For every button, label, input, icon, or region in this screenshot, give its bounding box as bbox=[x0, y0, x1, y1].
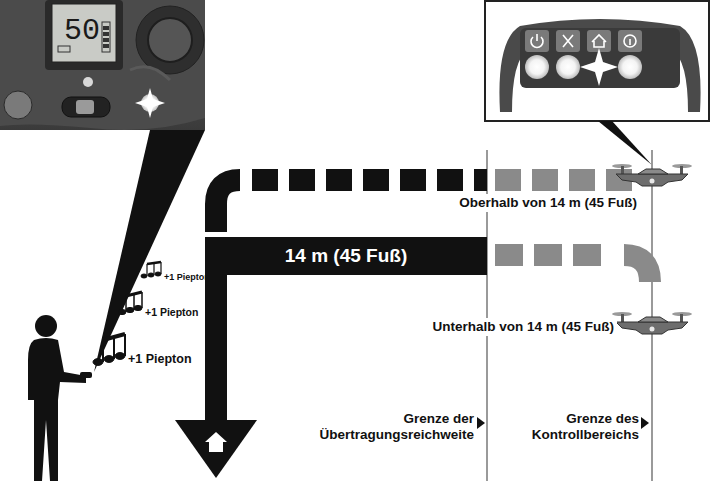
status-icons-part bbox=[624, 35, 636, 47]
remote-inset-part bbox=[0, 0, 205, 130]
remote-inset-part bbox=[0, 0, 205, 130]
boundary-lines-part bbox=[651, 150, 653, 481]
status-icons-part bbox=[563, 35, 573, 47]
drone-light-inset-part bbox=[556, 55, 580, 79]
person-silhouette bbox=[28, 315, 92, 481]
home-arrow bbox=[175, 270, 257, 478]
beep-notes-part bbox=[134, 305, 142, 310]
remote-inset-part bbox=[102, 22, 110, 52]
beep-label: +1 Piepton bbox=[145, 306, 225, 318]
beep-notes-part bbox=[147, 262, 161, 264]
status-icons-part bbox=[629, 39, 631, 45]
beep-notes-part bbox=[93, 359, 103, 366]
beep-notes-part bbox=[126, 292, 142, 296]
drone-light-inset-part bbox=[598, 121, 652, 165]
beep-notes-part bbox=[126, 307, 134, 312]
drone-light-inset-part bbox=[499, 19, 700, 112]
remote-inset-part bbox=[52, 4, 116, 62]
upper-return-path-part bbox=[252, 169, 487, 191]
drone-light-inset-part bbox=[618, 30, 642, 52]
drone-light-inset-part bbox=[520, 28, 680, 88]
beep-label: +1 Piepton bbox=[164, 272, 234, 282]
beep-notes-part bbox=[104, 356, 114, 363]
drone-light-inset-part bbox=[618, 55, 642, 79]
lower-return-path-part bbox=[495, 244, 610, 266]
upper-return-path bbox=[216, 180, 640, 232]
lower-return-path-part bbox=[624, 255, 650, 282]
drone-low bbox=[612, 312, 692, 334]
drone-light-inset-part bbox=[556, 30, 580, 52]
remote-inset-part bbox=[4, 91, 32, 119]
drone-light-inset-part bbox=[580, 48, 618, 86]
boundary-label: Grenze der Übertragungsreichweite bbox=[312, 411, 474, 442]
remote-inset-part bbox=[103, 44, 109, 48]
beep-notes-part bbox=[126, 292, 142, 312]
beep-notes-part bbox=[103, 334, 125, 340]
status-icons bbox=[531, 34, 636, 47]
beep-notes-part bbox=[115, 353, 125, 360]
beep-label: +1 Piepton bbox=[128, 352, 218, 366]
drone-light-inset-part bbox=[525, 30, 549, 52]
status-icons-part bbox=[592, 35, 606, 47]
remote-inset-part bbox=[103, 38, 109, 42]
pointer-triangle bbox=[641, 417, 649, 429]
home-arrow-part bbox=[175, 420, 257, 478]
beep-notes-part bbox=[118, 309, 126, 314]
beep-notes-part bbox=[155, 272, 161, 276]
person-silhouette-part bbox=[28, 338, 86, 481]
remote-inset-part bbox=[94, 130, 205, 372]
remote-inset-part bbox=[103, 26, 109, 30]
remote-inset-part bbox=[83, 77, 93, 87]
beep-notes-part bbox=[147, 262, 161, 276]
home-arrow-part bbox=[205, 270, 227, 422]
remote-inset-part bbox=[62, 97, 110, 117]
altitude-band: 14 m (45 Fuß) bbox=[205, 237, 487, 275]
remote-inset-part bbox=[135, 88, 165, 118]
drone-light-inset bbox=[485, 1, 709, 165]
drone-light-inset-part bbox=[485, 1, 709, 121]
beep-notes-part bbox=[141, 274, 147, 278]
upper-return-path-part bbox=[216, 180, 240, 232]
drone-high bbox=[612, 164, 692, 186]
altitude-note: Unterhalb von 14 m (45 Fuß) bbox=[429, 318, 617, 336]
pointer-triangle bbox=[477, 417, 485, 429]
remote-inset-part bbox=[103, 32, 109, 36]
band-text: 14 m (45 Fuß) bbox=[285, 245, 407, 267]
remote-inset-part bbox=[130, 67, 170, 80]
remote-inset-part bbox=[148, 18, 192, 62]
status-icons-part bbox=[536, 34, 538, 41]
lower-return-path bbox=[495, 255, 650, 282]
person-silhouette-part bbox=[35, 315, 57, 337]
drone-light-inset-part bbox=[525, 55, 549, 79]
beep-notes-part bbox=[103, 334, 125, 362]
beep-notes-part bbox=[148, 273, 154, 277]
remote-inset-part bbox=[76, 100, 94, 114]
upper-return-path-part bbox=[495, 169, 640, 191]
person-silhouette-part bbox=[80, 372, 92, 378]
display-value: 50 bbox=[60, 14, 104, 49]
remote-inset-part bbox=[45, 0, 123, 70]
boundary-label: Grenze des Kontrollbereichs bbox=[497, 411, 639, 442]
altitude-note: Oberhalb von 14 m (45 Fuß) bbox=[456, 194, 640, 212]
remote-inset-part bbox=[136, 6, 204, 74]
home-arrow-part bbox=[205, 432, 227, 452]
